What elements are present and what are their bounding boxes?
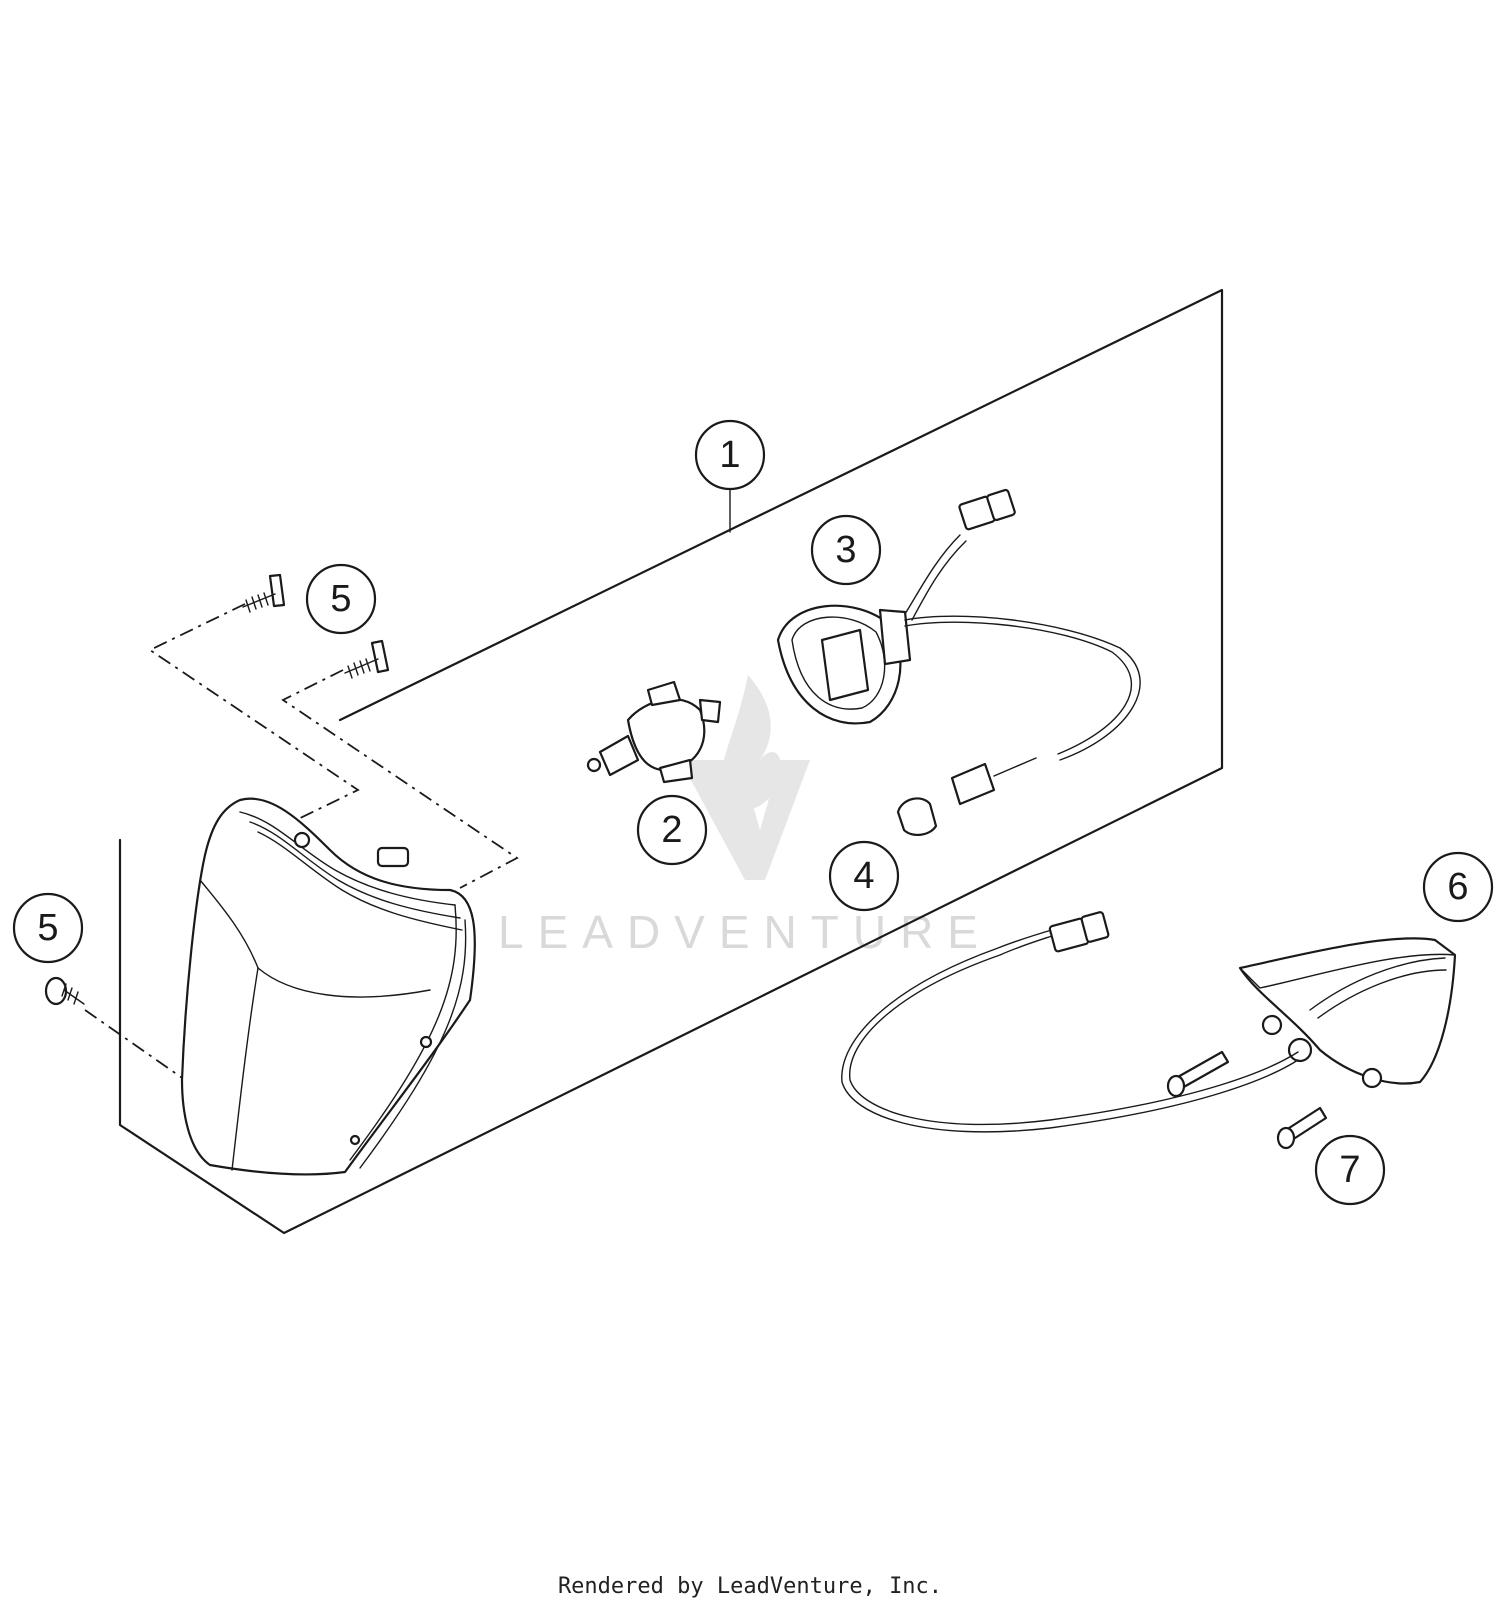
svg-text:5: 5 [330, 578, 351, 620]
svg-text:4: 4 [853, 855, 874, 897]
screw-path-top [148, 603, 360, 823]
watermark-logo [680, 675, 810, 880]
bulb-holder [776, 488, 1141, 806]
callout-6[interactable]: 6 [1422, 851, 1494, 923]
callout-3[interactable]: 3 [810, 514, 882, 586]
svg-text:5: 5 [37, 907, 58, 949]
svg-text:1: 1 [719, 434, 740, 476]
callout-5-left[interactable]: 5 [12, 892, 84, 964]
screw-upper [242, 573, 286, 613]
headlight-mask [180, 797, 476, 1176]
svg-text:6: 6 [1447, 866, 1468, 908]
svg-text:3: 3 [835, 529, 856, 571]
callout-2[interactable]: 2 [636, 794, 708, 866]
watermark-text: LEADVENTURE [498, 906, 992, 958]
svg-text:7: 7 [1339, 1149, 1360, 1191]
screw-path-mid [281, 669, 519, 889]
screw-left [44, 976, 85, 1006]
screw-path-left [84, 1009, 189, 1083]
callout-1[interactable]: 1 [694, 419, 766, 491]
screw-mid [344, 639, 390, 679]
callout-5-upper[interactable]: 5 [305, 563, 377, 635]
bolt-lower [1276, 1106, 1328, 1150]
parking-bulb [896, 797, 938, 836]
bolt-upper [1166, 1050, 1230, 1098]
position-light [841, 911, 1457, 1133]
svg-text:2: 2 [661, 809, 682, 851]
footer-credit: Rendered by LeadVenture, Inc. [557, 1574, 943, 1599]
callout-4[interactable]: 4 [828, 840, 900, 912]
callout-7[interactable]: 7 [1314, 1134, 1386, 1206]
bulb-h4 [586, 680, 722, 784]
assembly-outline [118, 288, 1224, 1235]
